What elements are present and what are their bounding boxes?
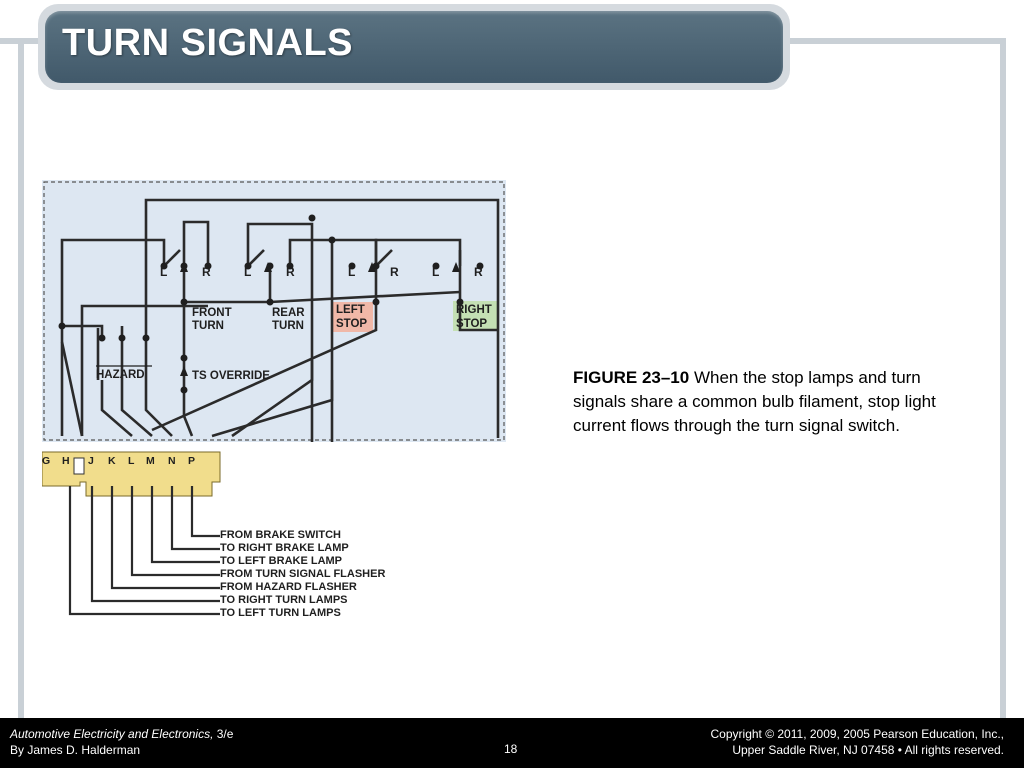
footer-copyright: Copyright © 2011, 2009, 2005 Pearson Edu…: [711, 726, 1004, 758]
turn-signal-wiring-diagram: L R L R L R L R FRONT TURN REAR TURN LEF…: [42, 180, 508, 622]
right-stop-label-2: STOP: [456, 318, 487, 330]
pin-label: M: [146, 455, 155, 467]
copyright-line-2: Upper Saddle River, NJ 07458 • All right…: [732, 743, 1004, 757]
position-label-l: L: [244, 265, 251, 279]
contact-points: [58, 214, 484, 394]
wire-label: TO RIGHT BRAKE LAMP: [220, 542, 349, 554]
position-label-r: R: [202, 265, 211, 279]
wires: [60, 198, 500, 442]
pin-label: K: [108, 455, 116, 467]
figure-caption-text: When the stop lamps and turn signals sha…: [573, 368, 936, 435]
footer-bar: Automotive Electricity and Electronics, …: [0, 718, 1024, 768]
right-stop-label-1: RIGHT: [456, 304, 492, 316]
connector-pin-labels: G H J K L M N P: [42, 455, 195, 467]
position-label-r: R: [286, 265, 295, 279]
wire-destination-labels: FROM BRAKE SWITCH TO RIGHT BRAKE LAMP TO…: [220, 529, 385, 619]
ts-override-label: TS OVERRIDE: [192, 370, 270, 382]
position-label-l: L: [348, 265, 355, 279]
wire-label: TO LEFT BRAKE LAMP: [220, 555, 342, 567]
hazard-label: HAZARD: [96, 369, 145, 381]
book-title: Automotive Electricity and Electronics,: [10, 727, 214, 741]
wire-label: FROM TURN SIGNAL FLASHER: [220, 568, 385, 580]
figure-label: FIGURE 23–10: [573, 368, 690, 387]
slide-frame-right: [1000, 38, 1006, 718]
book-edition: 3/e: [213, 727, 234, 741]
wire-label: TO RIGHT TURN LAMPS: [220, 594, 348, 606]
switch-position-labels: L R L R L R L R: [160, 265, 483, 279]
page-number: 18: [504, 742, 518, 756]
pin-label: L: [128, 455, 135, 467]
switch-arrows: [180, 262, 460, 376]
front-turn-label-2: TURN: [192, 320, 224, 332]
rear-turn-label-2: TURN: [272, 320, 304, 332]
title-bar: [45, 11, 783, 83]
pin-label: H: [62, 455, 70, 467]
book-author: By James D. Halderman: [10, 743, 141, 757]
wire-label: FROM BRAKE SWITCH: [220, 529, 341, 541]
output-leads: [68, 486, 220, 616]
connector-body: [42, 451, 221, 497]
copyright-line-1: Copyright © 2011, 2009, 2005 Pearson Edu…: [710, 727, 1004, 741]
left-stop-label-1: LEFT: [336, 304, 365, 316]
wire-label: TO LEFT TURN LAMPS: [220, 607, 341, 619]
position-label-l: L: [432, 265, 439, 279]
figure-caption: FIGURE 23–10 When the stop lamps and tur…: [573, 366, 963, 438]
left-stop-highlight: [333, 302, 373, 332]
position-label-r: R: [474, 265, 483, 279]
slide-title: TURN SIGNALS: [62, 22, 353, 64]
pin-label: J: [88, 455, 94, 467]
switch-housing-outline: [43, 181, 505, 441]
pin-label: N: [168, 455, 176, 467]
footer-book-info: Automotive Electricity and Electronics, …: [10, 726, 233, 758]
pin-label: G: [42, 455, 50, 467]
wire-label: FROM HAZARD FLASHER: [220, 581, 357, 593]
slide-frame-left: [18, 38, 24, 718]
front-turn-label-1: FRONT: [192, 307, 232, 319]
position-label-l: L: [160, 265, 167, 279]
position-label-r: R: [390, 265, 399, 279]
connector-key: [73, 457, 85, 475]
left-stop-label-2: STOP: [336, 318, 367, 330]
rear-turn-label-1: REAR: [272, 307, 305, 319]
pin-label: P: [188, 455, 195, 467]
